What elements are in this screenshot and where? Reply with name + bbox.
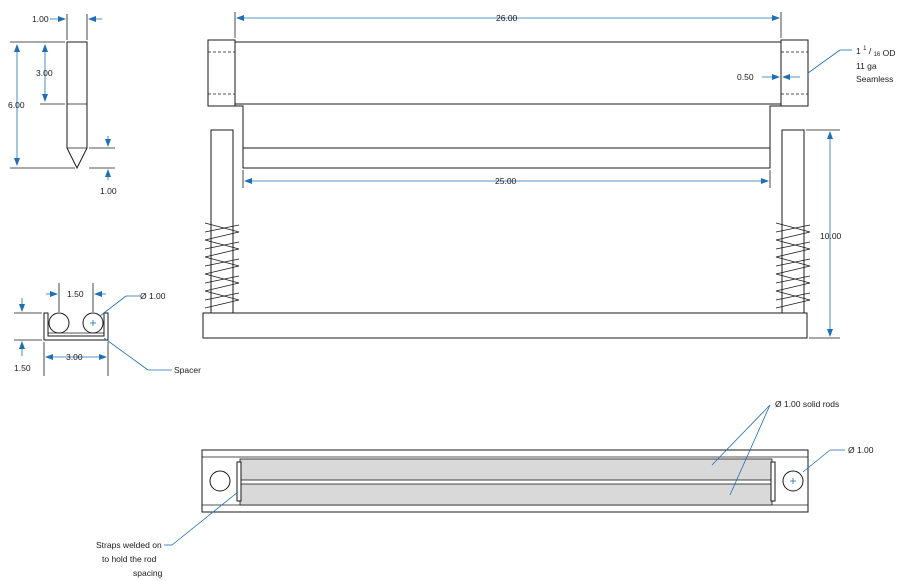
strap-right [770, 461, 776, 502]
rod-top [239, 458, 773, 481]
rod-right-section [82, 312, 104, 334]
sleeve-offset-label: 0.50 [737, 72, 754, 82]
post-height-label: 10.00 [820, 231, 842, 241]
hole-right [782, 470, 804, 492]
rods-label: Ø 1.00 solid rods [775, 399, 839, 409]
hole-diameter-label: Ø 1.00 [848, 445, 874, 455]
rod-bottom [239, 483, 773, 506]
svg-text:Seamless: Seamless [856, 74, 893, 84]
spacer-label: Spacer [174, 365, 201, 375]
left-post [210, 129, 234, 314]
left-spring [204, 222, 240, 309]
svg-text:Straps welded on: Straps welded on [96, 540, 162, 550]
right-spring [775, 222, 811, 309]
tube-spec-note: 1 1 / 16 OD 11 ga Seamless [856, 42, 895, 84]
blade-height-label: 6.00 [8, 100, 25, 110]
strap-left [236, 461, 242, 502]
end-spacing-label: 1.50 [67, 289, 84, 299]
channel-outline [43, 312, 109, 341]
blade-slot-label: 3.00 [36, 68, 53, 78]
top-tube [234, 41, 782, 105]
end-diameter-label: Ø 1.00 [140, 291, 166, 301]
base-plate [202, 312, 808, 339]
hole-left [209, 470, 231, 492]
inner-length-label: 25.00 [495, 176, 517, 186]
blade-view: 1.00 6.00 3.00 1.00 [8, 14, 117, 196]
overall-length-label: 26.00 [496, 13, 518, 23]
front-view: 26.00 25.00 0.50 1 1 / 16 OD 11 ga Seaml… [202, 12, 895, 339]
blade-outline [66, 41, 88, 170]
svg-text:to hold the rod: to hold the rod [102, 554, 157, 564]
svg-text:1 1 /: 1 1 / 16 OD [856, 42, 895, 58]
end-height-label: 1.50 [14, 363, 31, 373]
blade-width-label: 1.00 [32, 14, 49, 24]
blade-tip-label: 1.00 [100, 186, 117, 196]
left-sleeve [207, 39, 236, 107]
svg-text:11 ga: 11 ga [856, 61, 877, 71]
top-view: Ø 1.00 solid rods Ø 1.00 Straps welded o… [96, 399, 874, 578]
blade-holder-bar [242, 147, 771, 169]
right-post [781, 129, 805, 314]
end-width-label: 3.00 [66, 352, 83, 362]
svg-text:spacing: spacing [133, 568, 163, 578]
straps-note: Straps welded on to hold the rod spacing [96, 540, 163, 578]
rod-left-section [48, 312, 70, 334]
end-view: 1.50 Ø 1.00 1.50 3.00 Spacer [14, 283, 201, 376]
right-sleeve [780, 39, 809, 107]
